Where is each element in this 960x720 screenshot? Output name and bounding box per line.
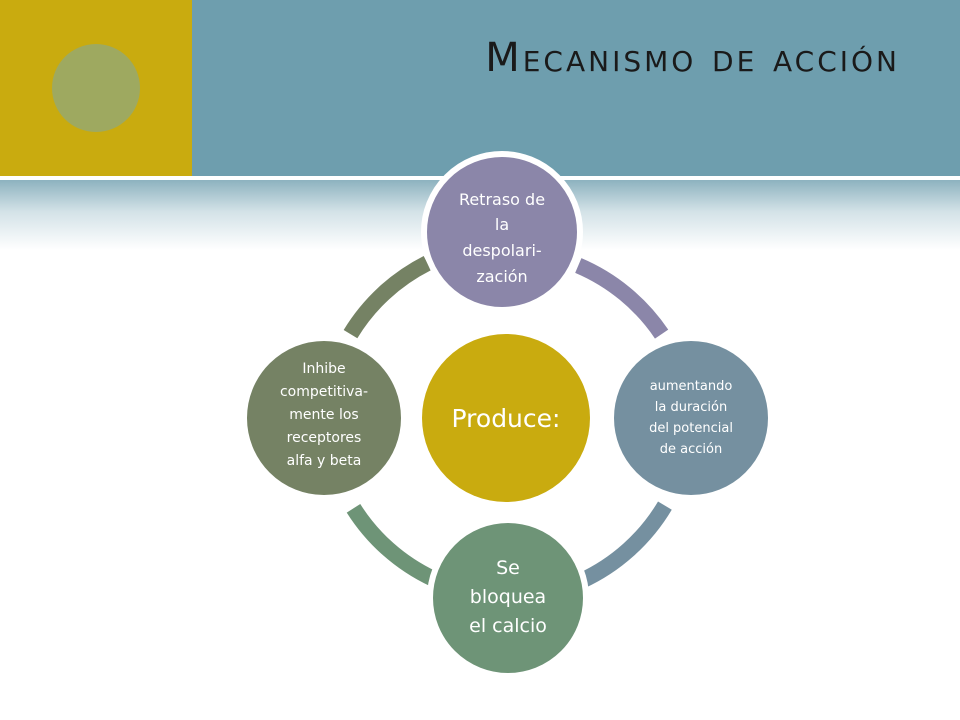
node-right-line: de acción xyxy=(660,442,722,457)
header-decorative-circle xyxy=(52,44,140,132)
node-bottom-line: bloquea xyxy=(470,586,546,608)
node-bottom-line: el calcio xyxy=(469,615,547,637)
arc-top-right xyxy=(575,258,669,339)
node-right-line: del potencial xyxy=(649,421,733,436)
arc-bottom-left xyxy=(346,503,437,586)
node-left-line: mente los xyxy=(289,407,358,423)
node-right-line: la duración xyxy=(655,400,727,415)
node-top-text: Retraso de la despolari- zación xyxy=(459,190,545,286)
node-left-line: alfa y beta xyxy=(287,453,362,469)
slide-header: Mecanismo de acción xyxy=(0,0,960,176)
node-left-circle xyxy=(241,335,407,501)
node-right-text: aumentando la duración del potencial de … xyxy=(649,379,733,457)
node-bottom-line: Se xyxy=(496,557,520,579)
center-circle xyxy=(422,334,590,502)
node-top-circle xyxy=(421,151,583,313)
node-top-line: despolari- xyxy=(462,241,541,260)
node-left-line: receptores xyxy=(287,430,362,446)
node-left-text: Inhibe competitiva- mente los receptores… xyxy=(280,361,368,469)
node-bottom-circle xyxy=(427,517,589,679)
node-right-circle xyxy=(608,335,774,501)
arc-right-bottom xyxy=(577,501,672,589)
node-left-line: competitiva- xyxy=(280,384,368,400)
node-left-line: Inhibe xyxy=(302,361,345,377)
header-slate-block xyxy=(192,0,960,176)
slide-title: Mecanismo de acción xyxy=(485,35,900,81)
node-top-line: Retraso de xyxy=(459,190,545,209)
node-top-line: zación xyxy=(476,267,527,286)
node-right-line: aumentando xyxy=(650,379,733,394)
center-label: Produce: xyxy=(452,404,561,433)
arc-left-top xyxy=(343,255,432,339)
node-bottom-text: Se bloquea el calcio xyxy=(469,557,547,637)
node-top-line: la xyxy=(495,215,509,234)
